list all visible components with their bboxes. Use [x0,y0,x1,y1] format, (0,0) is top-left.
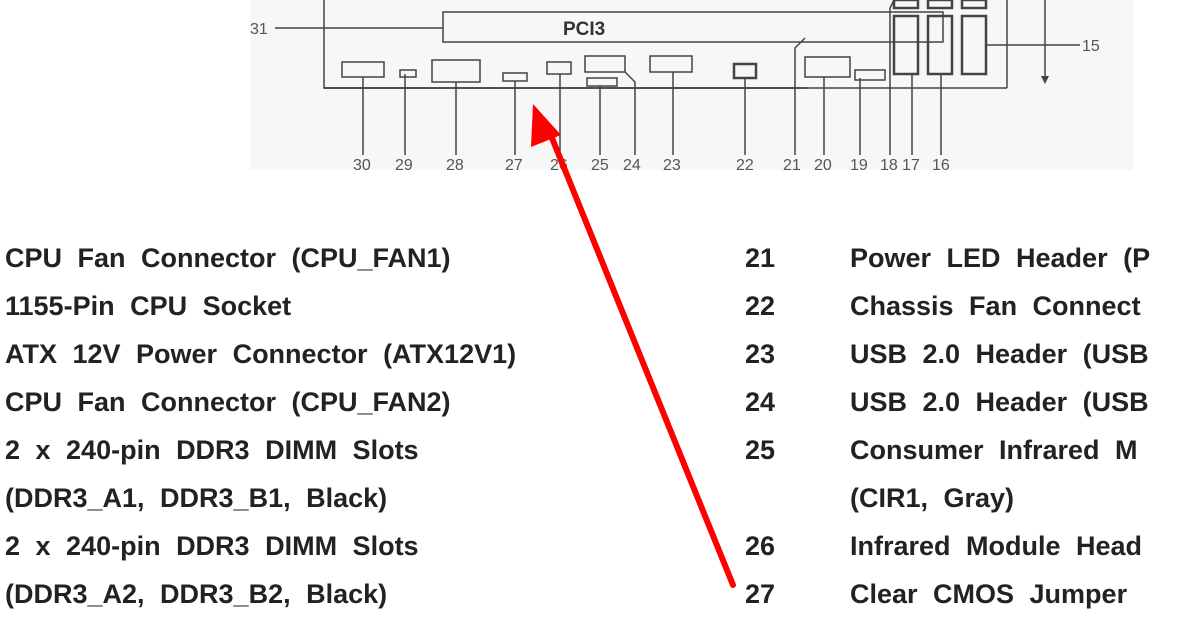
diagram-svg: PCI3 31 30 29 28 27 26 25 24 23 22 21 20… [250,0,1100,174]
list-item: Chassis Fan Connect [850,291,1141,321]
callout-28: 28 [446,157,464,170]
list-item: (CIR1, Gray) [850,483,1015,513]
callout-numbers: 31 30 29 28 27 26 25 24 23 22 21 20 19 1… [250,21,1100,174]
callout-29: 29 [395,157,413,170]
item-number: 22 [745,291,776,321]
item-number: 21 [745,243,776,273]
callout-27: 27 [505,157,523,170]
motherboard-layout-diagram: PCI3 31 30 29 28 27 26 25 24 23 22 21 20… [250,0,1133,174]
callout-30: 30 [353,157,371,170]
list-item: CPU Fan Connector (CPU_FAN1) [5,243,451,273]
callout-17: 17 [902,157,920,170]
list-item: 1155-Pin CPU Socket [5,291,292,321]
list-item: 2 x 240-pin DDR3 DIMM Slots [5,531,419,561]
list-item: Power LED Header (P [850,243,1151,273]
list-item: ATX 12V Power Connector (ATX12V1) [5,339,517,369]
callout-26: 26 [550,157,568,170]
list-item: (DDR3_A2, DDR3_B2, Black) [5,579,388,609]
list-item: Infrared Module Head [850,531,1143,561]
item-number: 26 [745,531,776,561]
list-item: (DDR3_A1, DDR3_B1, Black) [5,483,388,513]
list-item: USB 2.0 Header (USB [850,387,1149,417]
arrow-shaft [549,135,736,588]
callout-24: 24 [623,157,641,170]
callout-21: 21 [783,157,801,170]
callout-25: 25 [591,157,609,170]
callout-20: 20 [814,157,832,170]
item-number: 25 [745,435,776,465]
callout-16: 16 [932,157,950,170]
callout-22: 22 [736,157,754,170]
item-number: 27 [745,579,776,609]
callout-18: 18 [880,157,898,170]
item-number: 24 [745,387,776,417]
list-item: Clear CMOS Jumper [850,579,1128,609]
callout-31: 31 [250,21,268,38]
list-item: CPU Fan Connector (CPU_FAN2) [5,387,451,417]
callout-15: 15 [1082,38,1100,55]
list-item: 2 x 240-pin DDR3 DIMM Slots [5,435,419,465]
item-number: 23 [745,339,776,369]
callout-19: 19 [850,157,868,170]
pci3-slot [442,11,944,43]
list-item: Consumer Infrared M [850,435,1138,465]
callout-23: 23 [663,157,681,170]
list-item: USB 2.0 Header (USB [850,339,1149,369]
pci3-label: PCI3 [563,19,605,40]
